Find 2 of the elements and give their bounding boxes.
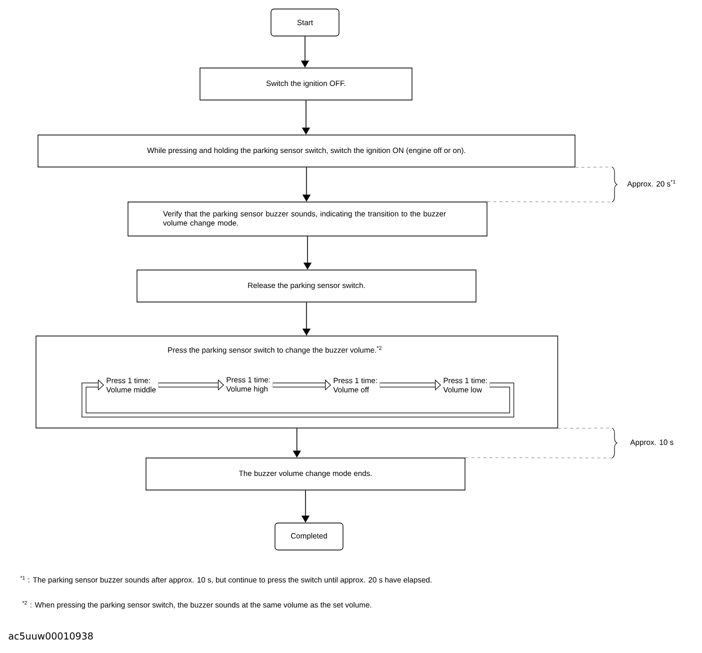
arrow [82,379,514,418]
figure-id: ac5uuw00010938 [8,632,93,640]
